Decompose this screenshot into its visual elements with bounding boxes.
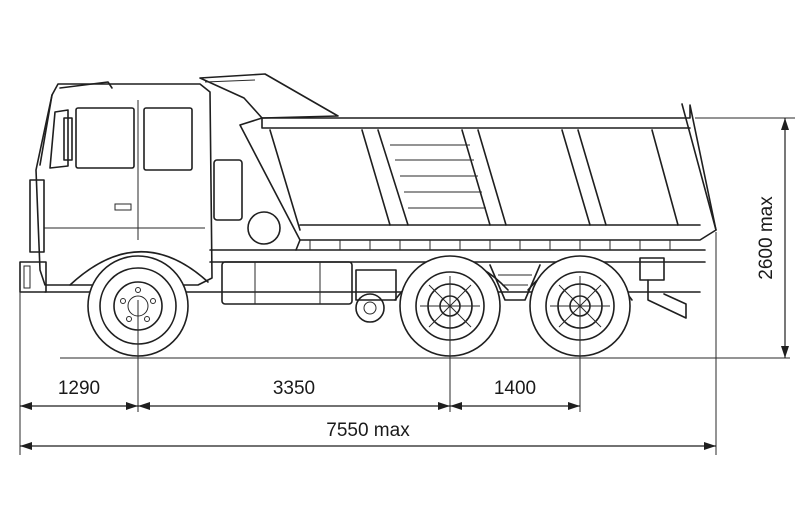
label-overall-length: 7550 max — [326, 420, 410, 441]
label-front-overhang: 1290 — [58, 378, 100, 399]
label-rear-axle-spacing: 1400 — [494, 378, 536, 399]
dump-truck — [19, 73, 717, 357]
dump-body — [199, 73, 717, 251]
dimension-lines: 1290 3350 1400 7550 max 2600 max — [19, 117, 795, 455]
label-wheelbase: 3350 — [273, 378, 315, 399]
label-overall-height: 2600 max — [756, 196, 777, 280]
cab — [19, 81, 213, 293]
